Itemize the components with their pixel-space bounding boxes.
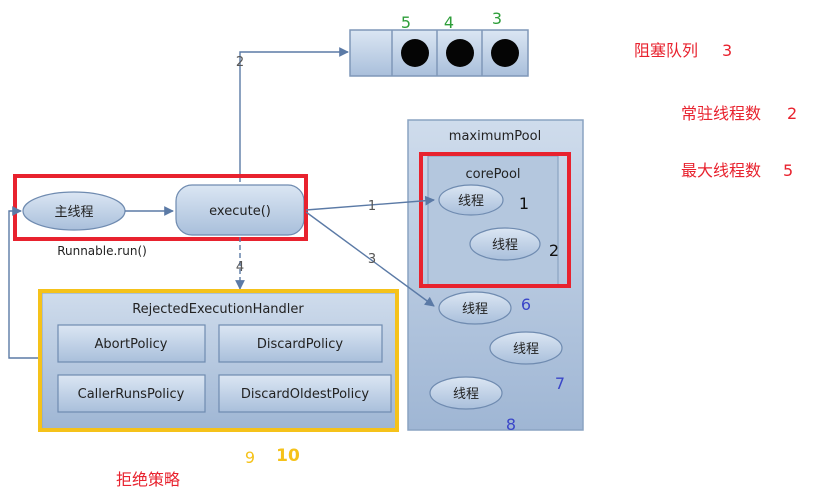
pool-thread-number: 7 <box>555 374 565 393</box>
policy-label: AbortPolicy <box>95 337 168 352</box>
policy-label: DiscardPolicy <box>257 337 344 352</box>
queue-task-dot <box>401 39 429 67</box>
queue-number: 5 <box>401 13 411 32</box>
handler-number: 9 <box>245 448 255 467</box>
edge-label-4: 4 <box>236 260 244 275</box>
policy-label: DiscardOldestPolicy <box>241 387 370 402</box>
main-thread-label: 主线程 <box>54 205 93 220</box>
arrow-handler-to-main <box>8 206 40 359</box>
core-pool-box <box>427 155 559 287</box>
blocking-queue <box>349 29 529 77</box>
execute-label: execute() <box>209 204 271 219</box>
handler-number: 10 <box>276 446 300 466</box>
arrow-to-pool <box>305 211 435 307</box>
queue-task-dot <box>491 39 519 67</box>
edge-label-3: 3 <box>368 252 376 267</box>
note-label: 阻塞队列 <box>634 41 698 60</box>
core-thread-label: 线程 <box>492 238 518 253</box>
core-pool-title: corePool <box>465 167 520 182</box>
core-thread <box>469 227 541 261</box>
core-thread-label: 线程 <box>458 194 484 209</box>
policy-label: CallerRunsPolicy <box>78 387 185 402</box>
note-value: 2 <box>787 104 797 123</box>
edge-label-2: 2 <box>236 55 244 70</box>
rejection-caption: 拒绝策略 <box>116 470 180 489</box>
handler-highlight <box>38 289 399 432</box>
arrow-to-queue <box>239 47 349 182</box>
core-pool-highlight <box>419 152 571 288</box>
policy-box <box>218 374 392 413</box>
arrow-to-core <box>305 195 435 211</box>
edge-label-1: 1 <box>368 199 376 214</box>
runnable-label: Runnable.run() <box>57 244 147 258</box>
pool-thread <box>429 376 503 410</box>
pool-thread <box>489 331 563 365</box>
pool-thread-number: 8 <box>506 415 516 434</box>
queue-number: 4 <box>444 13 454 32</box>
handler-title: RejectedExecutionHandler <box>132 302 304 317</box>
core-thread-number: 2 <box>549 241 559 260</box>
pool-thread-label: 线程 <box>513 342 539 357</box>
maximum-pool-title: maximumPool <box>449 129 541 144</box>
note-label: 常驻线程数 <box>681 104 761 123</box>
pool-thread-number: 6 <box>521 295 531 314</box>
note-value: 5 <box>783 161 793 180</box>
note-label: 最大线程数 <box>681 161 761 180</box>
note-value: 3 <box>722 41 732 60</box>
policy-box <box>218 324 383 363</box>
policy-box <box>57 324 206 363</box>
pool-thread <box>438 291 512 325</box>
core-thread-number: 1 <box>519 194 529 213</box>
core-thread <box>438 184 504 216</box>
queue-task-dot <box>446 39 474 67</box>
pool-thread-label: 线程 <box>453 387 479 402</box>
queue-number: 3 <box>492 9 502 28</box>
pool-thread-label: 线程 <box>462 302 488 317</box>
policy-box <box>57 374 206 413</box>
